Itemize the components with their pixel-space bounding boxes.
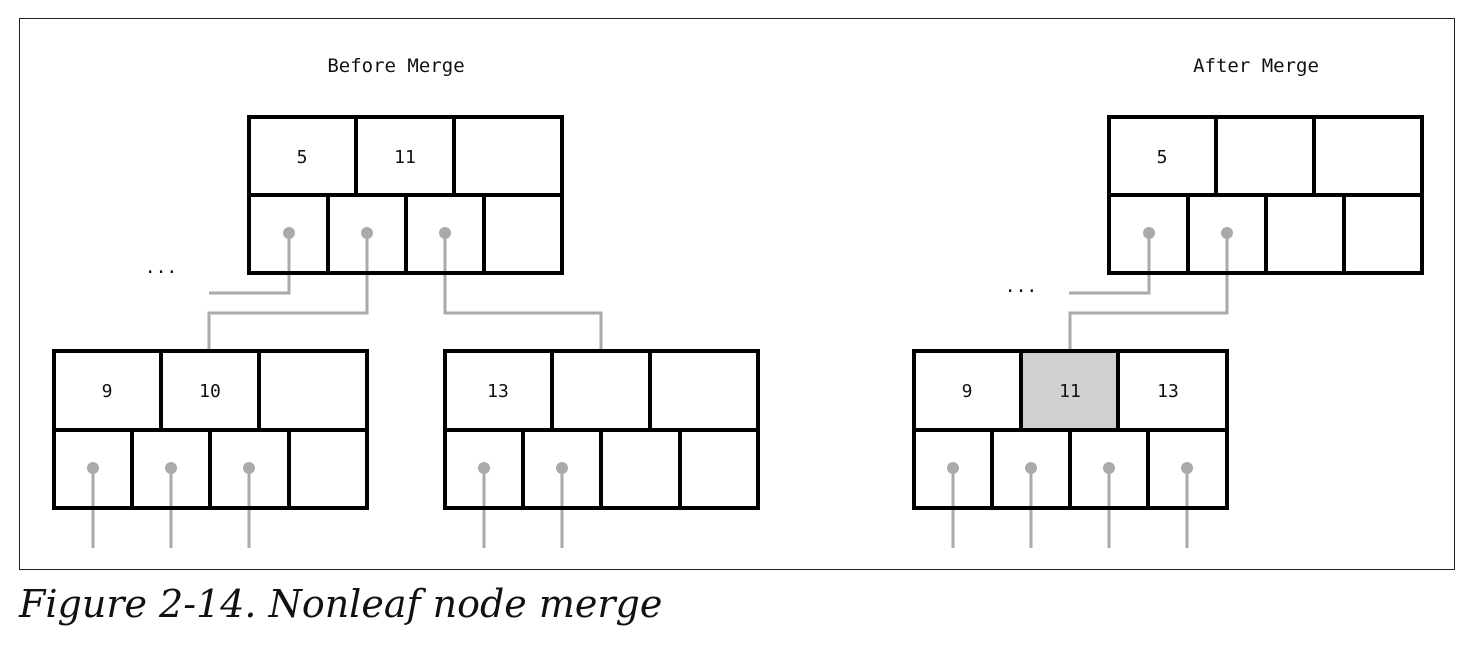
figure-frame	[19, 18, 1455, 570]
before-right-child-node	[443, 349, 760, 510]
after-ellipsis: ...	[1005, 276, 1038, 297]
highlighted-key-cell	[1021, 351, 1118, 430]
after-merged-key-1: 11	[1059, 381, 1081, 402]
connector-after-p0	[1069, 233, 1151, 295]
pointer-dot	[1103, 462, 1115, 474]
before-left-child-node	[52, 349, 369, 510]
pointer-dot	[361, 227, 373, 239]
node-boxes	[52, 115, 1424, 510]
pointer-dot	[947, 462, 959, 474]
before-parent-key-0: 5	[297, 147, 308, 168]
pointer-dot	[1221, 227, 1233, 239]
after-merge-title: After Merge	[1193, 55, 1319, 77]
after-merged-child-node	[912, 349, 1229, 510]
connector-before-p0	[209, 233, 291, 295]
connector-before-p2	[443, 233, 603, 351]
before-parent-node	[247, 115, 564, 275]
pointer-dot	[1143, 227, 1155, 239]
after-parent-key-0: 5	[1157, 147, 1168, 168]
before-ellipsis: ...	[145, 257, 178, 278]
pointer-dot	[439, 227, 451, 239]
after-merged-key-2: 13	[1157, 381, 1179, 402]
pointer-dot	[1181, 462, 1193, 474]
after-parent-node	[1107, 115, 1424, 275]
key-labels: 5 11 9 10 13 5 9 11 13	[102, 147, 1179, 402]
pointer-dot	[283, 227, 295, 239]
pointer-dot	[243, 462, 255, 474]
before-parent-key-1: 11	[394, 147, 416, 168]
pointer-dots	[87, 227, 1233, 474]
pointer-dot	[87, 462, 99, 474]
figure-caption: Figure 2-14. Nonleaf node merge	[19, 582, 663, 626]
pointer-dot	[165, 462, 177, 474]
pointer-dot	[556, 462, 568, 474]
pointer-dot	[478, 462, 490, 474]
before-left-key-1: 10	[199, 381, 221, 402]
pointer-dot	[1025, 462, 1037, 474]
before-left-key-0: 9	[102, 381, 113, 402]
before-right-key-0: 13	[487, 381, 509, 402]
after-merged-key-0: 9	[962, 381, 973, 402]
before-merge-title: Before Merge	[327, 55, 465, 77]
